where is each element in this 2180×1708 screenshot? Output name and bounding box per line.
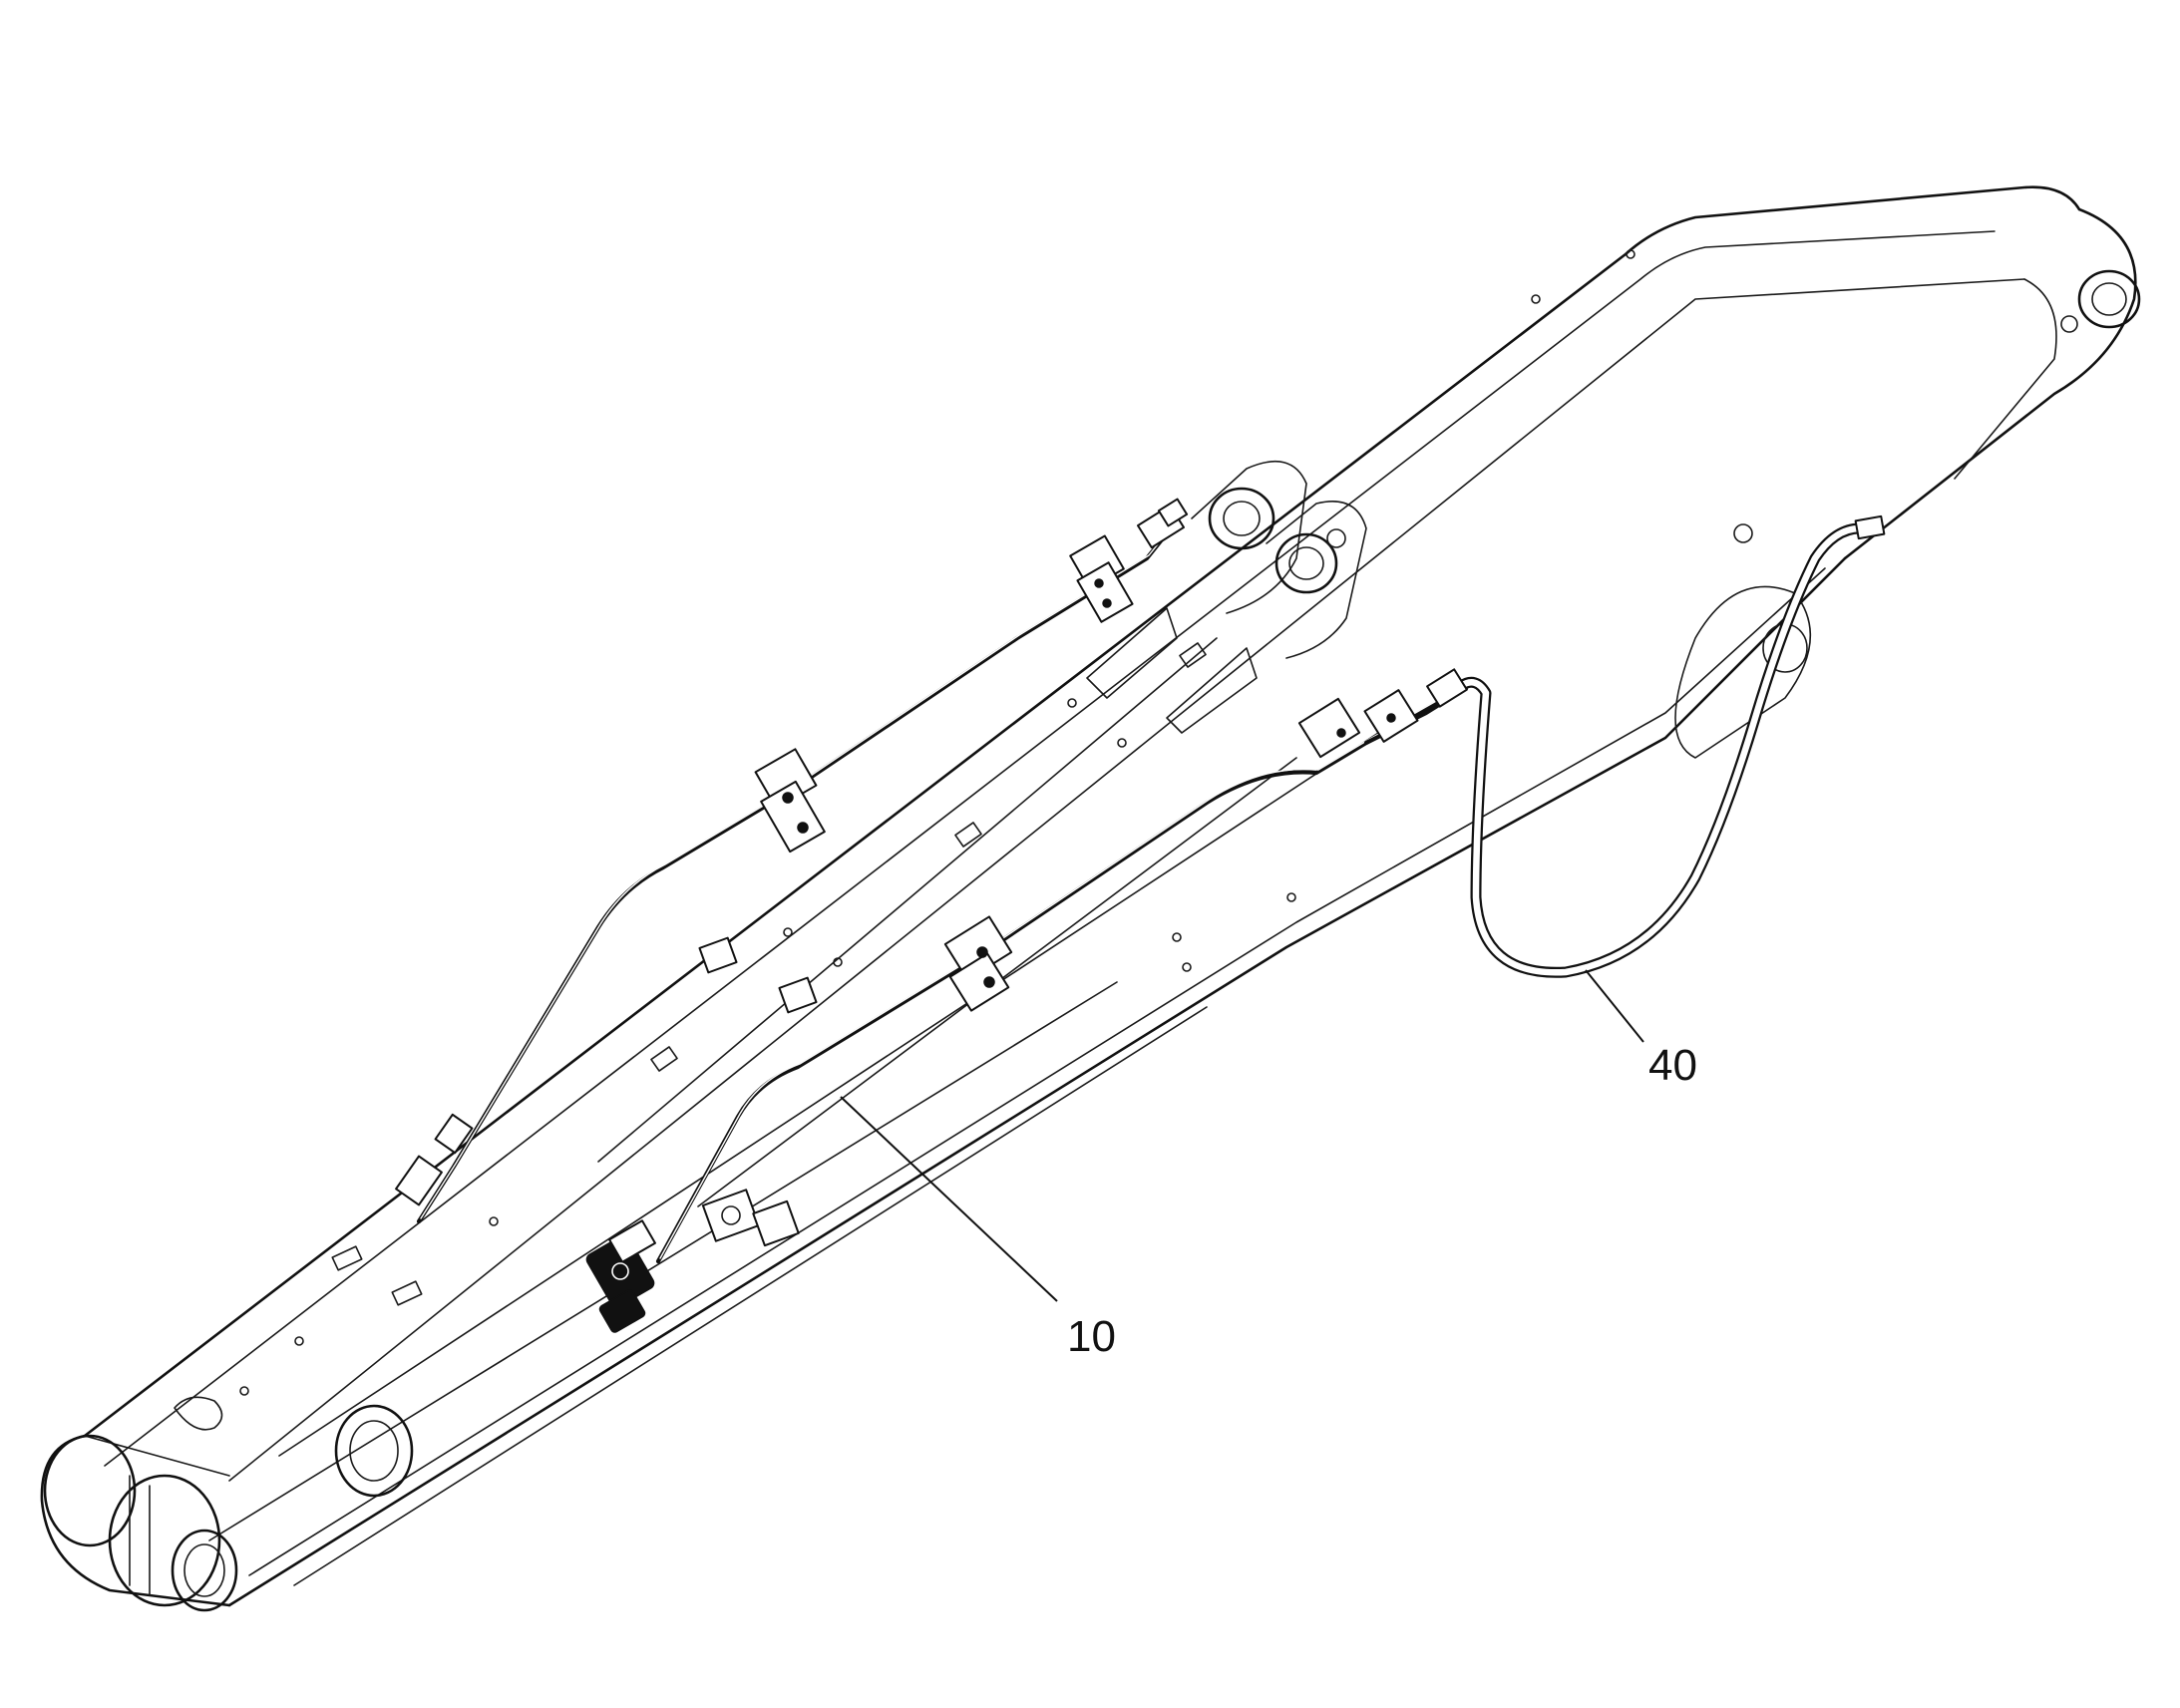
leader-line-10 xyxy=(840,1096,1058,1302)
pipe-clamp xyxy=(1069,534,1134,623)
callout-label-40: 40 xyxy=(1648,1041,1697,1090)
pipe-clamp xyxy=(943,915,1013,1012)
boom-structure xyxy=(40,185,2141,1612)
upper-pipe-line xyxy=(395,498,1189,1224)
pipe-clamp xyxy=(754,748,826,854)
valve-block xyxy=(701,1189,800,1247)
hydraulic-pipe-assembly xyxy=(585,685,1469,1333)
pipe-clamp xyxy=(1297,689,1419,759)
callout-group-40: 40 xyxy=(1585,969,1697,1090)
callout-label-10: 10 xyxy=(1067,1312,1116,1361)
callout-group-10: 10 xyxy=(840,1096,1116,1361)
leader-line-40 xyxy=(1585,969,1644,1043)
swivel-fitting xyxy=(585,1219,656,1333)
hydraulic-hose xyxy=(1426,514,1886,978)
